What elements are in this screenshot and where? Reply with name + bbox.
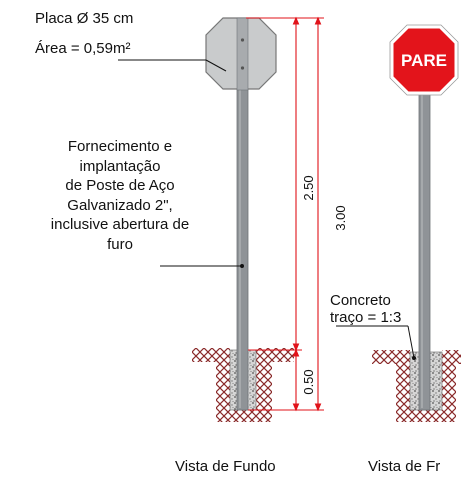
fornecimento-line: de Poste de Aço — [65, 177, 175, 194]
placa-label: Placa Ø 35 cm — [35, 10, 134, 27]
left-view: 2.50 3.00 0.50 — [118, 16, 348, 422]
caption-vista-de-frente: Vista de Fr — [368, 458, 441, 475]
fornecimento-line: Fornecimento e — [67, 138, 173, 155]
right-view: PARE — [336, 24, 461, 422]
soil-hatch-left — [192, 348, 294, 422]
dimension-lines — [246, 16, 324, 412]
pole-right — [418, 79, 431, 411]
pole-left — [236, 37, 249, 411]
stop-sign-label: PARE — [401, 51, 447, 70]
fornecimento-line: furo — [107, 235, 133, 253]
fornecimento-line: implantação — [79, 157, 161, 175]
fornecimento-line: inclusive abertura de — [50, 216, 190, 233]
traco-label: traço = 1:3 — [330, 309, 402, 326]
fornecimento-line: Galvanizado 2", — [67, 196, 173, 214]
dimension-label-300: 3.00 — [333, 205, 348, 230]
fornecimento-label: Fornecimento e implantação de Poste de A… — [20, 137, 220, 254]
dimension-label-050: 0.50 — [301, 369, 316, 394]
caption-vista-de-fundo: Vista de Fundo — [175, 458, 276, 475]
dimension-label-250: 2.50 — [301, 175, 316, 200]
area-label: Área = 0,59m² — [35, 40, 131, 57]
soil-hatch-right — [372, 350, 461, 422]
concreto-label: Concreto — [330, 292, 391, 309]
